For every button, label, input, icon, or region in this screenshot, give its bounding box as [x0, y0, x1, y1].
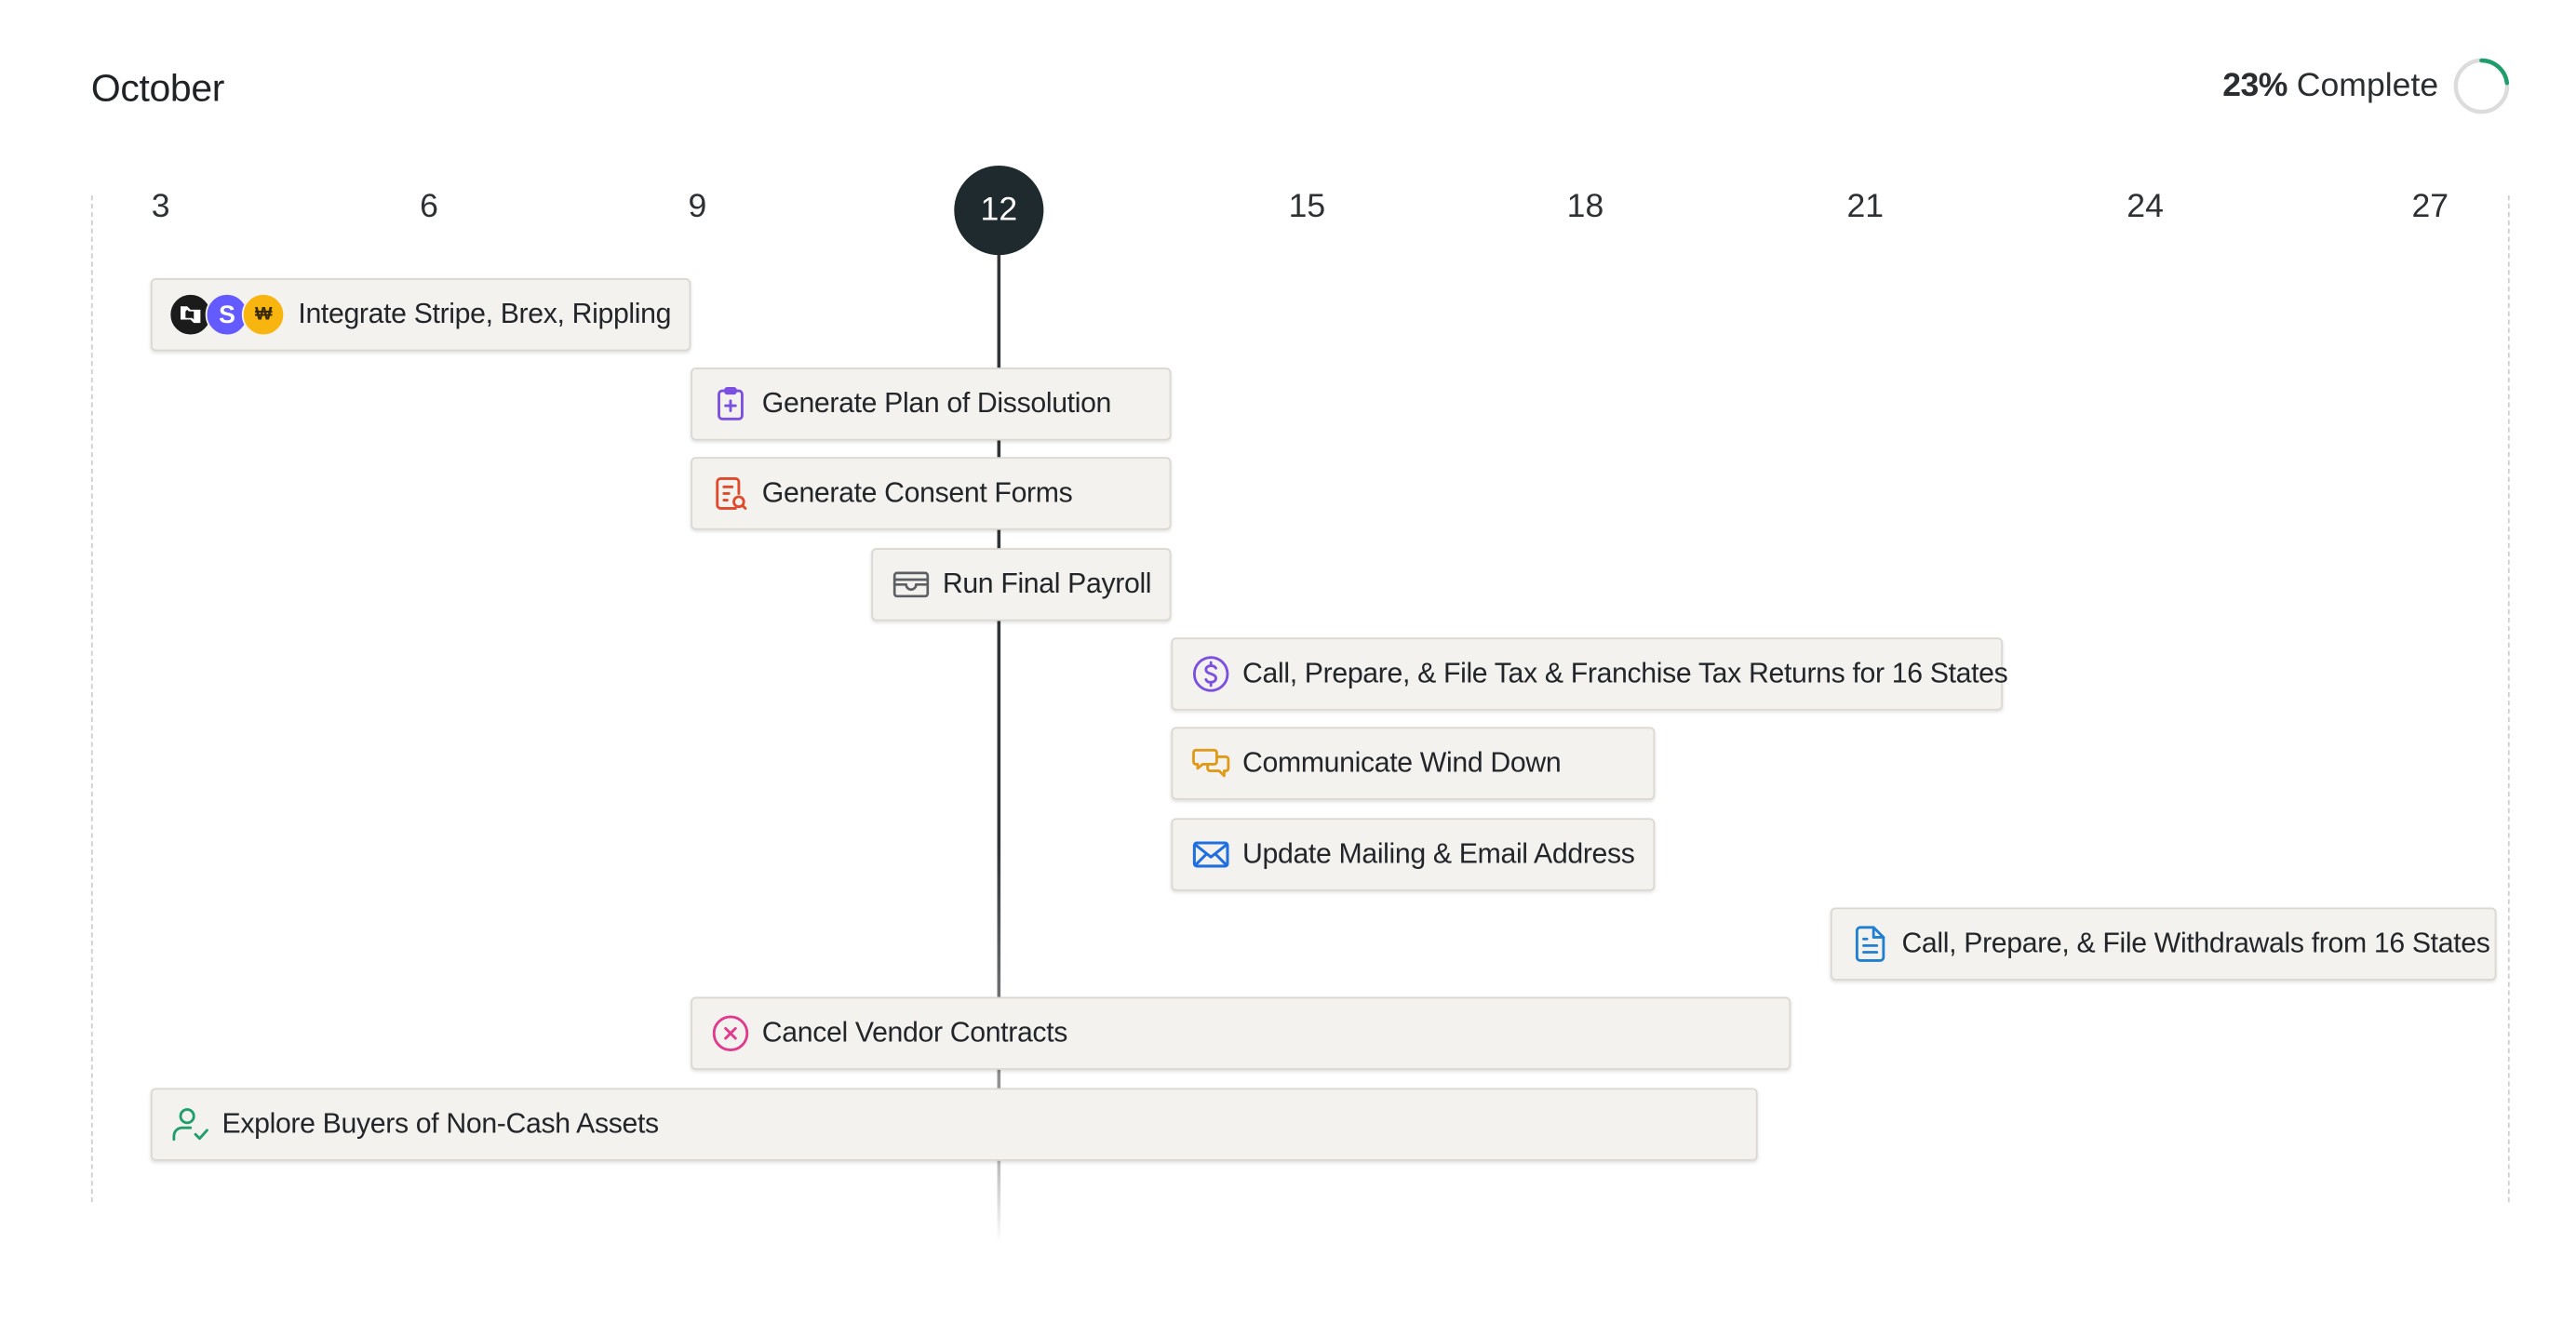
task-label: Explore Buyers of Non-Cash Assets — [221, 1107, 660, 1140]
clipboard-plus-icon — [709, 382, 752, 425]
task-label: Run Final Payroll — [942, 568, 1152, 600]
month-title: October — [90, 66, 225, 110]
task-label: Integrate Stripe, Brex, Rippling — [298, 298, 672, 330]
task-label: Call, Prepare, & File Tax & Franchise Ta… — [1242, 657, 2008, 689]
progress-percent: 23% — [2222, 67, 2288, 104]
today-marker-line — [997, 248, 1001, 1242]
task-integrate-stripe-brex-rippling[interactable]: S ₩ Integrate Stripe, Brex, Rippling — [150, 278, 691, 352]
date-tick: 9 — [688, 188, 707, 226]
progress-ring-icon — [2453, 58, 2510, 114]
progress-label: Complete — [2296, 67, 2439, 104]
date-tick: 6 — [420, 188, 438, 226]
progress-text: 23% Complete — [2222, 67, 2438, 105]
dollar-circle-icon — [1189, 652, 1232, 695]
task-update-mailing-email-address[interactable]: Update Mailing & Email Address — [1171, 818, 1656, 891]
timeline-start-boundary — [90, 195, 93, 1203]
task-label: Generate Consent Forms — [761, 476, 1073, 509]
timeline-end-boundary — [2507, 195, 2510, 1203]
task-generate-plan-of-dissolution[interactable]: Generate Plan of Dissolution — [691, 367, 1172, 441]
x-circle-icon — [709, 1012, 752, 1055]
date-tick: 24 — [2127, 188, 2164, 226]
task-cancel-vendor-contracts[interactable]: Cancel Vendor Contracts — [691, 996, 1791, 1070]
task-explore-buyers-non-cash-assets[interactable]: Explore Buyers of Non-Cash Assets — [150, 1088, 1758, 1161]
document-search-icon — [709, 472, 752, 514]
integration-logos: S ₩ — [168, 293, 286, 337]
user-check-icon — [169, 1102, 212, 1145]
date-tick: 27 — [2411, 188, 2449, 226]
date-tick: 3 — [151, 188, 170, 226]
wallet-icon — [890, 563, 932, 606]
task-file-withdrawals[interactable]: Call, Prepare, & File Withdrawals from 1… — [1830, 907, 2497, 981]
task-run-final-payroll[interactable]: Run Final Payroll — [871, 548, 1172, 621]
document-text-icon — [1848, 922, 1891, 965]
task-label: Communicate Wind Down — [1242, 746, 1562, 779]
task-label: Update Mailing & Email Address — [1242, 837, 1635, 870]
rippling-logo-icon: ₩ — [241, 293, 286, 337]
date-tick: 18 — [1566, 188, 1604, 226]
task-generate-consent-forms[interactable]: Generate Consent Forms — [691, 457, 1172, 530]
task-file-tax-franchise-returns[interactable]: Call, Prepare, & File Tax & Franchise Ta… — [1171, 637, 2008, 711]
task-communicate-wind-down[interactable]: Communicate Wind Down — [1171, 727, 1656, 800]
date-tick: 15 — [1288, 188, 1326, 226]
task-label: Generate Plan of Dissolution — [761, 387, 1112, 420]
chat-bubbles-icon — [1189, 741, 1232, 784]
task-label: Cancel Vendor Contracts — [761, 1016, 1068, 1049]
progress-indicator: 23% Complete — [2222, 57, 2511, 116]
mail-icon — [1189, 833, 1232, 875]
task-label: Call, Prepare, & File Withdrawals from 1… — [1901, 927, 2490, 959]
today-marker[interactable]: 12 — [954, 166, 1044, 256]
date-tick: 21 — [1846, 188, 1885, 226]
